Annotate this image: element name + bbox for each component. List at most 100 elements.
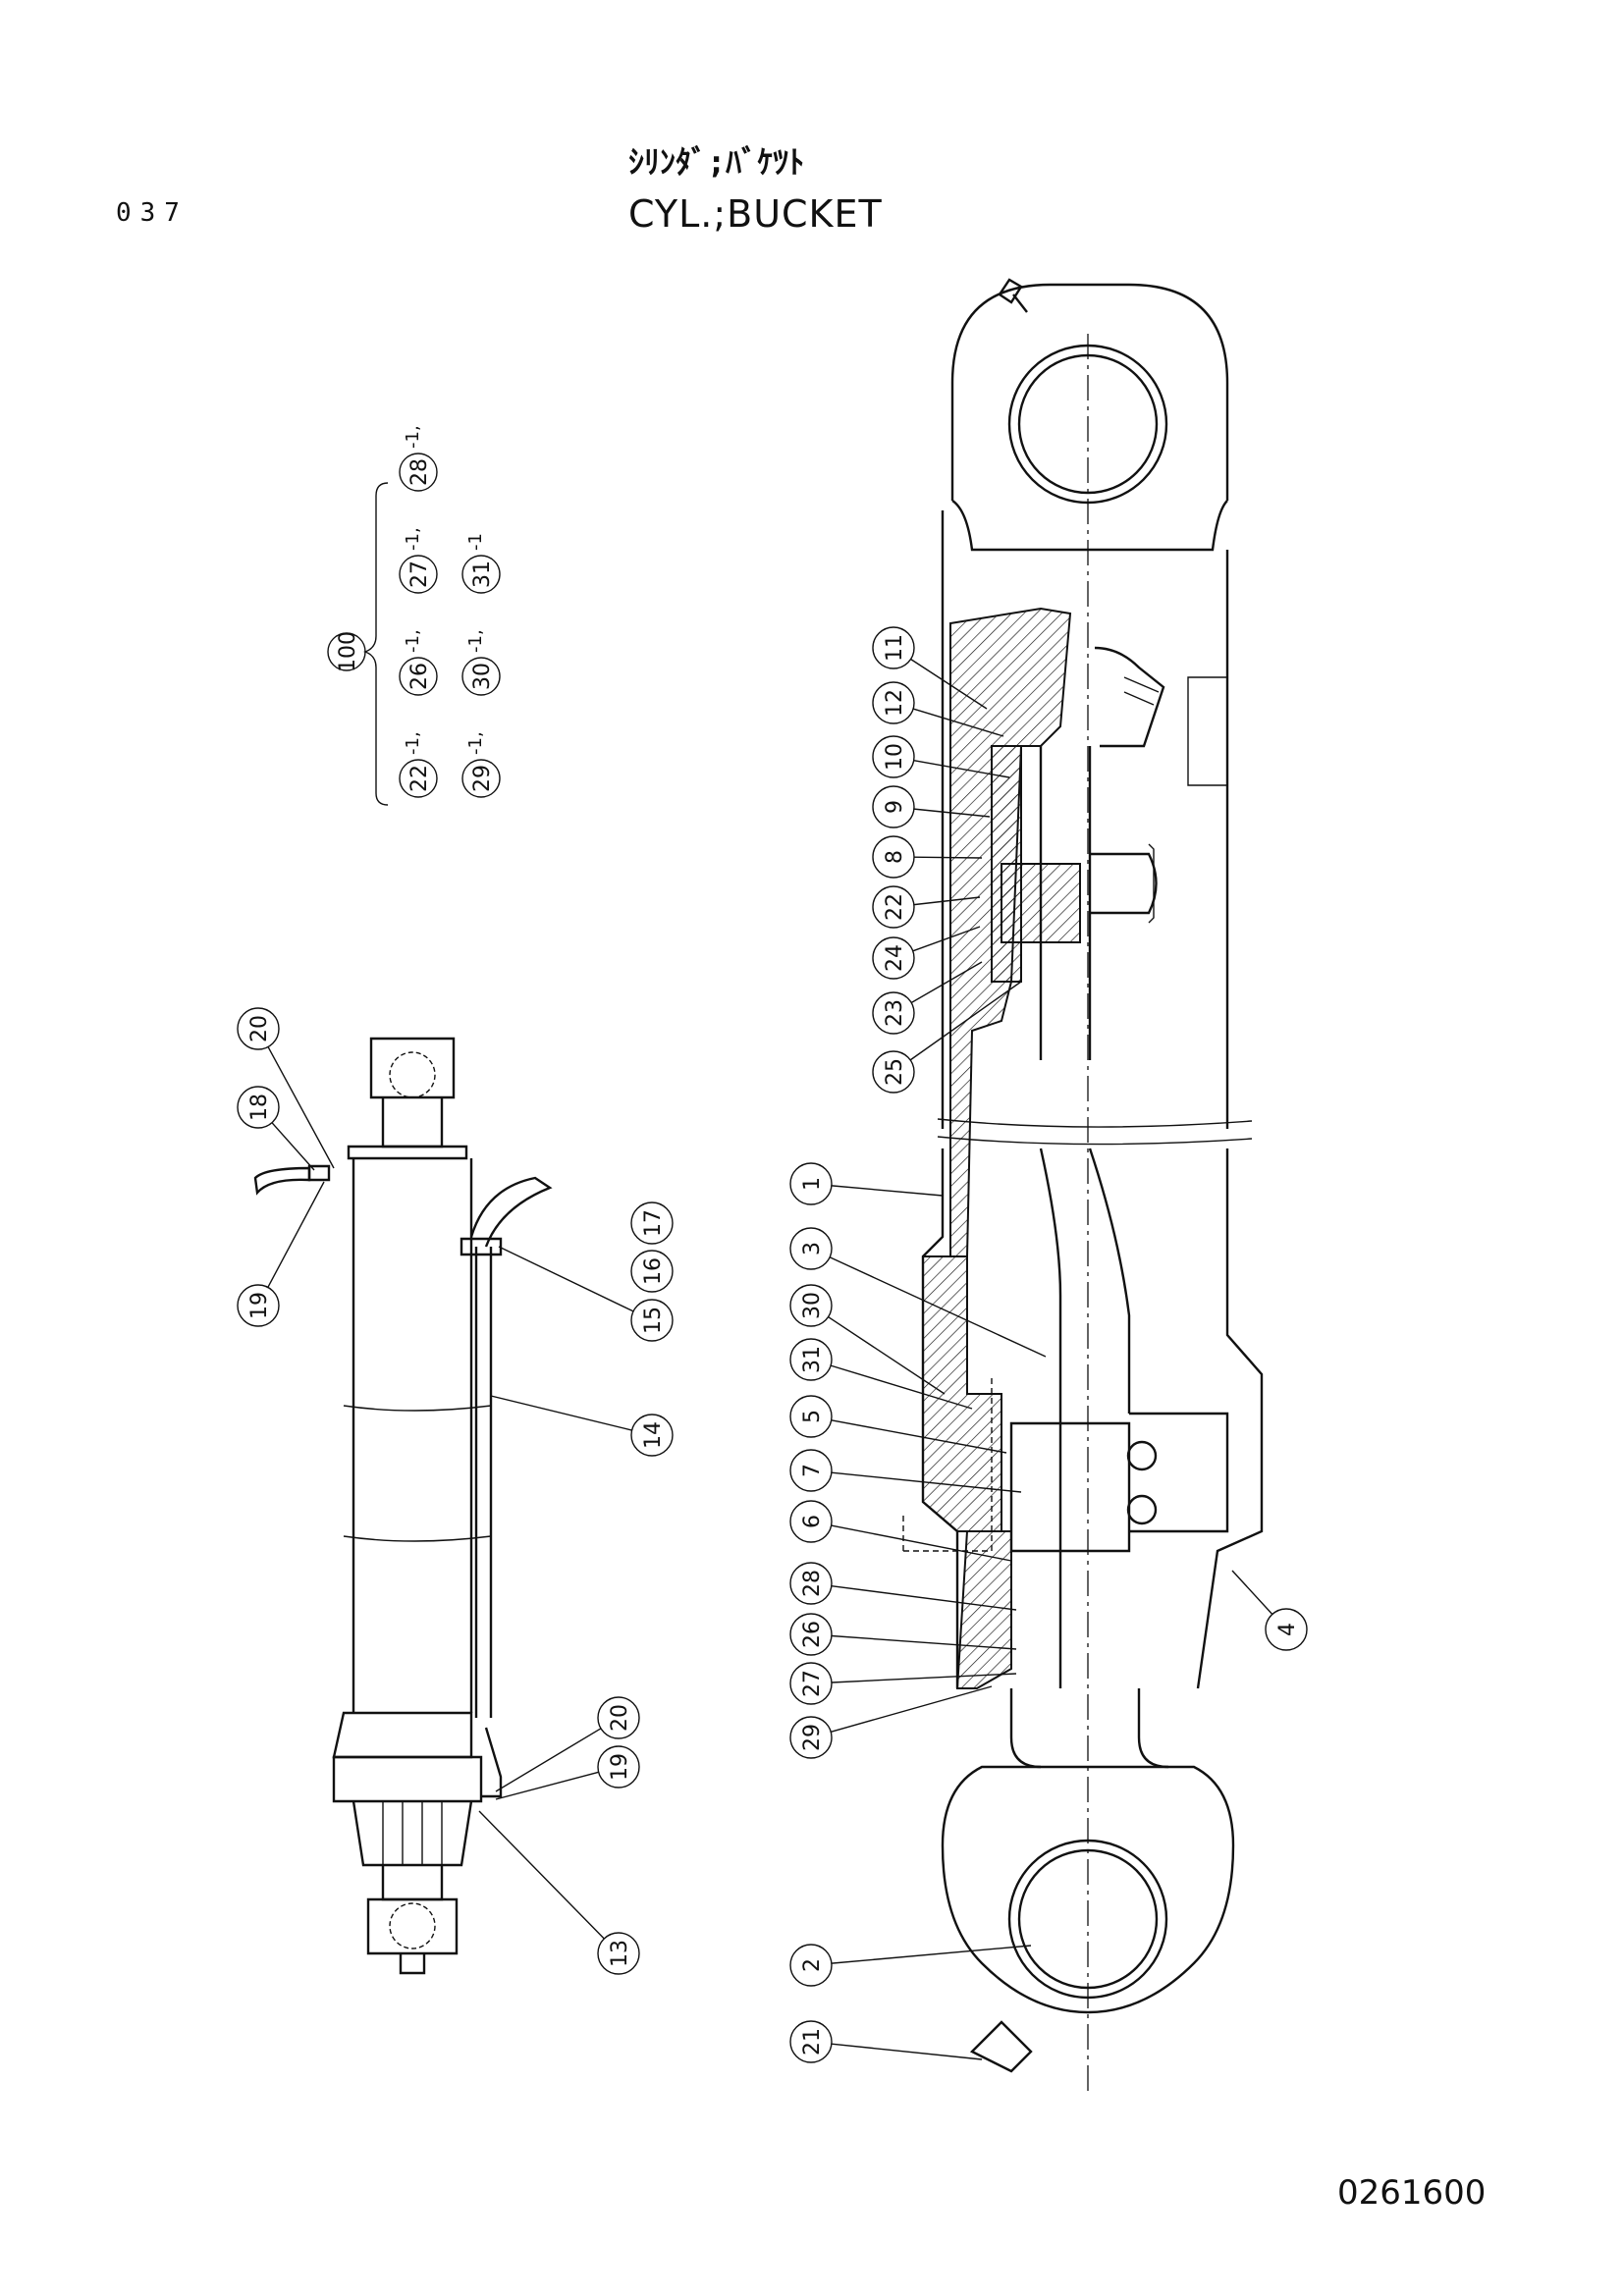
callout-circle [789,1613,833,1656]
cylinder-head-section [922,1255,1002,1532]
section-callout-29: 29 [789,1685,993,1759]
section-callout-12: 12 [872,681,1004,737]
section-callout-25: 25 [872,981,1022,1094]
section-callout-24: 24 [872,926,981,980]
callout-number: 31 [800,1346,825,1373]
callout-number: 17 [641,1209,666,1237]
kit-bracket: 100 [327,482,389,806]
callout-circle [789,1162,833,1205]
callout-circle [630,1250,674,1293]
callout-circle [1265,1608,1308,1651]
section-callout-27: 27 [789,1662,1017,1705]
gland-section [955,1530,1012,1689]
leader-line [490,1395,632,1431]
callout-circle [789,1944,833,1987]
leader-line [912,926,981,952]
kit-quantity: -1, [465,629,486,653]
callout-circle [789,1395,833,1438]
callout-circle [789,1227,833,1270]
leader-line [831,1584,1017,1611]
section-callout-22: 22 [872,885,981,929]
section-callout-1: 1 [789,1162,944,1205]
callout-circle [597,1745,640,1789]
callout-number: 1 [800,1177,825,1191]
kit-quantity: -1, [403,731,423,755]
section-callout-6: 6 [789,1500,1012,1562]
callout-circle [237,1007,280,1050]
kit-part-number: 28 [407,458,432,486]
piston-bolt-block [1129,1412,1229,1533]
leader-line [829,1256,1047,1358]
section-callout-28: 28 [789,1562,1017,1611]
callout-number: 29 [800,1724,825,1751]
top-hose-elbow [1094,646,1165,748]
callout-number: 15 [641,1307,666,1334]
leader-line [271,1122,315,1171]
section-callout-30: 30 [789,1284,946,1395]
callout-circle [789,1662,833,1705]
callout-circle [872,626,915,669]
bolt-lower [1126,1494,1158,1525]
leader-line [831,1634,1017,1650]
leader-line [831,1685,993,1733]
callout-number: 26 [800,1621,825,1648]
leader-line [495,1728,602,1792]
title-english: CYL.;BUCKET [628,192,883,236]
leader-line [913,856,983,859]
section-callout-7: 7 [789,1449,1022,1493]
callout-number: 19 [608,1753,632,1781]
callout-number: 23 [883,999,907,1027]
leader-line [831,2043,983,2060]
kit-part-number: 27 [407,561,432,588]
kit-part-number: 22 [407,765,432,792]
kit-part-number: 29 [470,765,495,792]
port-block [1090,852,1158,915]
callout-circle [630,1414,674,1457]
callout-number: 16 [641,1257,666,1285]
kit-item-28: 28-1, [399,425,438,492]
ext-hose-elbow [469,1176,553,1248]
callout-number: 20 [247,1015,272,1042]
callout-circle [872,681,915,724]
bottom-grease-nipple [969,2020,1033,2073]
callout-number: 6 [800,1515,825,1528]
leader-line [267,1046,335,1169]
ext-break-lines [343,1405,492,1542]
external-callout-20: 20 [495,1696,640,1792]
kit-quantity: -1, [465,731,486,755]
leader-line [910,961,983,1004]
callout-number: 21 [800,2028,825,2056]
callout-circle [789,1716,833,1759]
callout-number: 2 [800,1958,825,1972]
external-callout-14: 14 [490,1395,674,1457]
callout-number: 28 [800,1570,825,1597]
leader-line [828,1316,946,1395]
kit-callout-100: 100 [327,631,366,672]
callout-number: 20 [608,1704,632,1732]
title-japanese: ｼﾘﾝﾀﾞ;ﾊﾞｹﾂﾄ [628,143,805,181]
callout-circle [237,1284,280,1327]
callout-circle [872,991,915,1035]
ext-tube [352,1158,473,1713]
callout-number: 9 [883,800,907,814]
callout-number: 10 [883,743,907,771]
callout-circle [872,936,915,980]
callout-number: 8 [883,850,907,864]
callout-number: 30 [800,1292,825,1319]
leader-line [831,1471,1022,1493]
external-view [253,1037,553,1975]
leader-line [913,759,1010,778]
callout-circle [789,1338,833,1381]
callout-number: 12 [883,689,907,717]
leader-line [831,1185,944,1197]
callout-number: 13 [608,1940,632,1967]
piston-band [1009,1421,1131,1553]
leader-line [831,1673,1017,1683]
ext-top-elbow [253,1166,311,1196]
section-callout-21: 21 [789,2020,983,2063]
top-grease-nipple [998,278,1028,313]
rod-body-upper [1039,746,1092,1060]
callout-circle [872,885,915,929]
